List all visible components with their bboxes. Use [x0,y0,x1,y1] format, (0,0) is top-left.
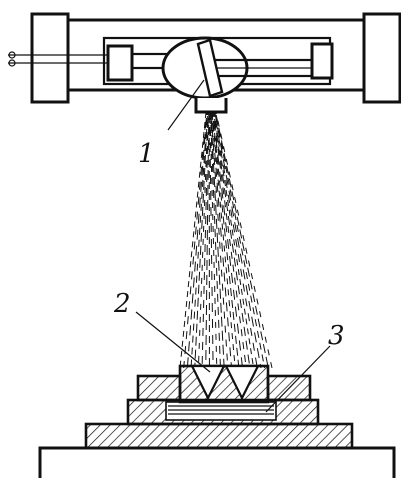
beam-ray [213,111,255,369]
xray-beam [179,111,273,369]
beam-ray [211,111,233,369]
tube-window [194,98,228,114]
sample-groove-left [190,364,226,401]
right-end-plate [362,12,401,104]
beam-ray [209,111,221,369]
base-table [38,446,396,478]
xray-tube-assembly [8,12,401,114]
cathode-block [106,44,134,82]
beam-ray [215,111,269,369]
sample-groove-right [224,364,260,401]
beam-ray [212,111,244,369]
beam-ray [215,111,273,369]
lead-wires [8,51,110,67]
beam-ray [197,111,209,369]
left-end-plate [30,12,70,104]
leader-line-3 [265,345,331,413]
leader-line-1 [167,79,205,131]
leader-line-2 [135,311,211,373]
beam-ray [183,111,207,369]
beam-ray [209,111,218,369]
beam-ray [211,111,240,369]
beam-ray [190,111,208,369]
beam-ray [179,111,207,369]
beam-ray [211,111,236,369]
beam-ray [205,111,210,369]
inner-plate [165,401,277,421]
label-tube: 1 [138,139,155,169]
anticathode-target [196,38,224,98]
beam-ray [214,111,266,369]
label-sample: 2 [113,289,131,319]
label-holder: 3 [328,321,345,351]
leader-lines [135,79,331,413]
beam-ray [194,111,209,369]
beam-ray [214,111,262,369]
beam-ray [212,111,247,369]
beam-ray [213,111,251,369]
sample-stage [38,364,396,478]
beam-ray [213,111,258,369]
beam-ray [210,111,225,369]
bottom-plate [84,422,354,450]
beam-ray [209,111,214,369]
anode-block [310,42,334,80]
upper-holder-left [136,374,182,402]
inner-plate-lines [168,405,274,415]
beam-ray [186,111,208,369]
